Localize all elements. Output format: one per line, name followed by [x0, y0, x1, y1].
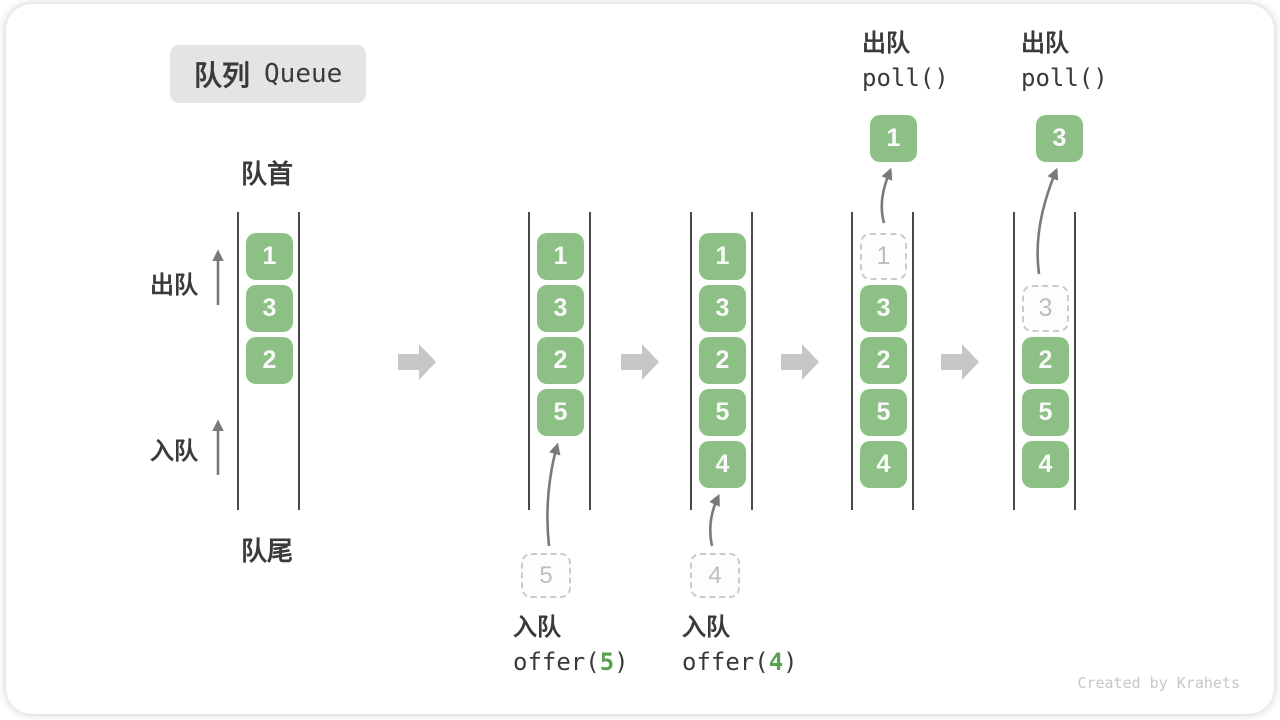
op-enqueue-5-code: offer(5): [513, 644, 629, 680]
queue-state-4: 1 3 2 5 4: [851, 212, 914, 510]
label-queue-front: 队首: [241, 159, 294, 189]
op-dequeue-3: 出队 poll(): [1021, 28, 1108, 96]
label-queue-rear: 队尾: [241, 536, 294, 566]
queue-state-3: 1 3 2 5 4: [690, 212, 753, 510]
watermark-credit: Created by Krahets: [1077, 674, 1240, 692]
op-dequeue-3-code: poll(): [1021, 64, 1108, 92]
queue-element: 3: [537, 285, 584, 332]
code-close: ): [783, 648, 798, 676]
queue-element: 2: [537, 337, 584, 384]
op-enqueue-4-label: 入队: [682, 614, 730, 641]
op-dequeue-3-label: 出队: [1021, 30, 1069, 57]
queue-element: 3: [699, 285, 746, 332]
popped-element-3: 3: [1036, 115, 1083, 162]
pending-element-4: 4: [690, 553, 740, 598]
code-fn: offer(: [513, 648, 600, 676]
queue-element: 4: [860, 441, 907, 488]
op-dequeue-1-code: poll(): [862, 64, 949, 92]
queue-element-removed: 1: [860, 233, 907, 280]
queue-element: 1: [246, 233, 293, 280]
queue-state-5: 3 2 5 4: [1013, 212, 1076, 510]
queue-element: 2: [1022, 337, 1069, 384]
op-enqueue-4-code: offer(4): [682, 644, 798, 680]
popped-element-1: 1: [870, 115, 917, 162]
queue-element: 5: [1022, 389, 1069, 436]
queue-element: 4: [699, 441, 746, 488]
code-arg: 4: [768, 648, 784, 676]
code-fn: offer(: [682, 648, 769, 676]
queue-element: 2: [860, 337, 907, 384]
op-enqueue-5: 入队 offer(5): [513, 612, 629, 680]
code-close: ): [614, 648, 629, 676]
queue-element-removed: 3: [1022, 285, 1069, 332]
pending-element-5: 5: [521, 553, 571, 598]
op-enqueue-5-label: 入队: [513, 614, 561, 641]
queue-state-2: 1 3 2 5: [528, 212, 591, 510]
diagram-card: [6, 4, 1274, 714]
op-dequeue-1: 出队 poll(): [862, 28, 949, 96]
queue-element: 5: [537, 389, 584, 436]
title-zh: 队列: [194, 60, 251, 91]
queue-element: 1: [537, 233, 584, 280]
queue-element: 1: [699, 233, 746, 280]
queue-element: 3: [860, 285, 907, 332]
queue-element: 5: [699, 389, 746, 436]
queue-element: 2: [699, 337, 746, 384]
queue-element: 5: [860, 389, 907, 436]
queue-element: 2: [246, 337, 293, 384]
label-enqueue: 入队: [150, 438, 198, 465]
queue-element: 3: [246, 285, 293, 332]
code-arg: 5: [599, 648, 615, 676]
op-dequeue-1-label: 出队: [862, 30, 910, 57]
queue-element: 4: [1022, 441, 1069, 488]
op-enqueue-4: 入队 offer(4): [682, 612, 798, 680]
title-badge: 队列 Queue: [170, 45, 367, 103]
title-en: Queue: [264, 59, 343, 89]
queue-state-1: 1 3 2: [237, 212, 300, 510]
label-dequeue: 出队: [150, 272, 198, 299]
